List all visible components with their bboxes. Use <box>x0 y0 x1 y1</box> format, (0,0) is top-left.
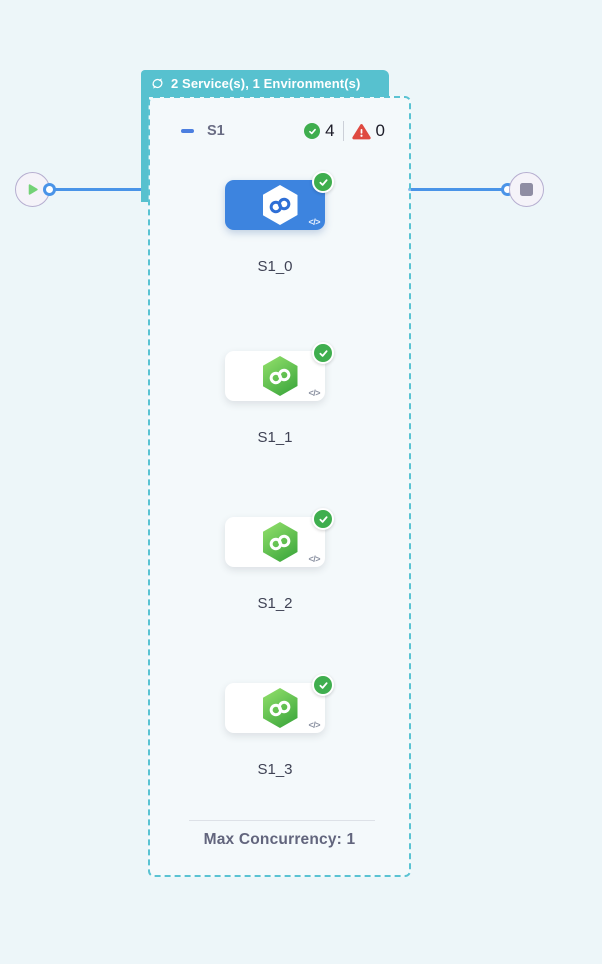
stage-header-row: S1 4 0 <box>150 119 409 143</box>
node-label: S1_3 <box>257 761 293 778</box>
service-node-s1-2[interactable]: </> <box>225 508 334 567</box>
services-environments-badge[interactable]: 2 Service(s), 1 Environment(s) <box>141 70 389 97</box>
services-environments-label: 2 Service(s), 1 Environment(s) <box>171 76 361 91</box>
edge-line-start <box>48 188 144 191</box>
service-hexagon-icon <box>262 522 298 562</box>
stop-icon <box>520 183 533 196</box>
node-group-s1-0: </> S1_0 <box>225 171 334 275</box>
stage-group-container[interactable]: S1 4 0 <box>148 96 411 877</box>
footer-divider <box>189 820 375 821</box>
node-group-s1-1: </> S1_1 <box>225 342 334 446</box>
loop-icon <box>152 78 163 89</box>
node-group-s1-3: </> S1_3 <box>225 674 334 778</box>
failure-count: 0 <box>375 121 385 140</box>
play-icon <box>28 184 38 195</box>
infinity-icon <box>269 197 291 213</box>
infinity-icon <box>269 368 291 384</box>
warning-triangle-icon <box>351 123 371 139</box>
collapse-minus-icon[interactable] <box>181 129 194 133</box>
success-check-icon <box>304 123 321 139</box>
service-hexagon-icon <box>262 688 298 728</box>
infinity-icon <box>269 534 291 550</box>
success-count: 4 <box>325 121 335 140</box>
infinity-icon <box>269 700 291 716</box>
service-node-s1-3[interactable]: </> <box>225 674 334 733</box>
code-icon: </> <box>308 388 320 398</box>
service-node-s1-1[interactable]: </> <box>225 342 334 401</box>
max-concurrency-label: Max Concurrency: 1 <box>203 831 356 848</box>
node-label: S1_0 <box>257 258 293 275</box>
code-icon: </> <box>308 720 320 730</box>
node-label: S1_1 <box>257 429 293 446</box>
stage-group-accent-strip <box>141 70 149 202</box>
code-icon: </> <box>308 554 320 564</box>
service-node-s1-0[interactable]: </> <box>225 171 334 230</box>
success-check-badge <box>312 342 334 364</box>
edge-line-end <box>408 188 504 191</box>
success-check-badge <box>312 171 334 193</box>
service-hexagon-icon <box>262 356 298 396</box>
success-check-badge <box>312 508 334 530</box>
node-label: S1_2 <box>257 595 293 612</box>
pipeline-end-node[interactable] <box>509 172 544 207</box>
node-group-s1-2: </> S1_2 <box>225 508 334 612</box>
edge-connector-dot <box>43 183 56 196</box>
service-hexagon-icon <box>262 185 298 225</box>
code-icon: </> <box>308 217 320 227</box>
count-divider <box>342 121 344 141</box>
stage-name: S1 <box>207 123 225 139</box>
success-check-badge <box>312 674 334 696</box>
